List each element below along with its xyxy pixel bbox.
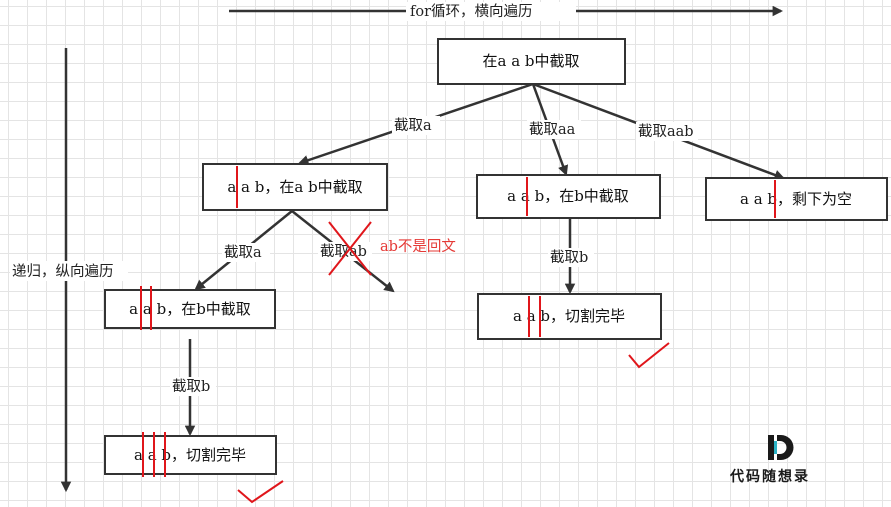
check-mark-icon <box>237 480 284 504</box>
node-level1-left: a a b，在a b中截取 <box>202 163 388 211</box>
logo: 代码随想录 <box>729 435 810 485</box>
logo-text: 代码随想录 <box>729 468 810 485</box>
node-level2-left: a a b，在b中截取 <box>104 286 276 330</box>
node-level1-right-label: a a b，剩下为空 <box>740 190 852 208</box>
logo-d-bowl <box>777 435 794 460</box>
node-level2-mid: a a b，切割完毕 <box>477 293 662 340</box>
logo-accent <box>774 441 777 454</box>
edge-label-root-to-right: 截取aab <box>638 123 694 140</box>
node-level1-mid: a a b，在b中截取 <box>476 174 661 219</box>
horizontal-axis-label-bg <box>406 2 576 21</box>
edge-label-left2-to-left3: 截取b <box>172 378 210 395</box>
node-level2-left-label: a a b，在b中截取 <box>129 300 251 318</box>
vertical-axis-label: 递归，纵向遍历 <box>12 263 114 280</box>
edge-label-root-to-left: 截取a <box>394 117 432 134</box>
vertical-axis-label-bg <box>10 261 128 281</box>
node-level1-right: a a b，剩下为空 <box>705 177 888 221</box>
edge-label-left-to-left: 截取a <box>224 244 262 261</box>
cross-mark-line-2 <box>328 221 372 276</box>
node-root: 在a a b中截取 <box>437 38 626 85</box>
node-root-label: 在a a b中截取 <box>482 52 579 70</box>
edge-label-root-to-mid: 截取aa <box>529 121 576 138</box>
node-level1-mid-label: a a b，在b中截取 <box>507 187 629 205</box>
not-palindrome-note: ab不是回文 <box>380 238 456 255</box>
rejected-branch: ab不是回文 <box>328 221 456 276</box>
node-level1-left-label: a a b，在a b中截取 <box>227 178 362 196</box>
horizontal-axis-label: for循环，横向遍历 <box>410 3 533 20</box>
node-level3-left: a a b，切割完毕 <box>104 432 277 477</box>
node-level3-left-label: a a b，切割完毕 <box>134 446 246 464</box>
edge-labels: 截取a 截取aa 截取aab 截取a 截取ab 截取b 截取b <box>170 116 698 396</box>
vertical-traversal-axis: 递归，纵向遍历 <box>10 48 128 493</box>
edge-label-mid-to-mid: 截取b <box>550 249 588 266</box>
horizontal-traversal-axis: for循环，横向遍历 <box>229 2 784 21</box>
check-mark-icon <box>628 342 670 369</box>
logo-d-stem <box>768 435 774 460</box>
